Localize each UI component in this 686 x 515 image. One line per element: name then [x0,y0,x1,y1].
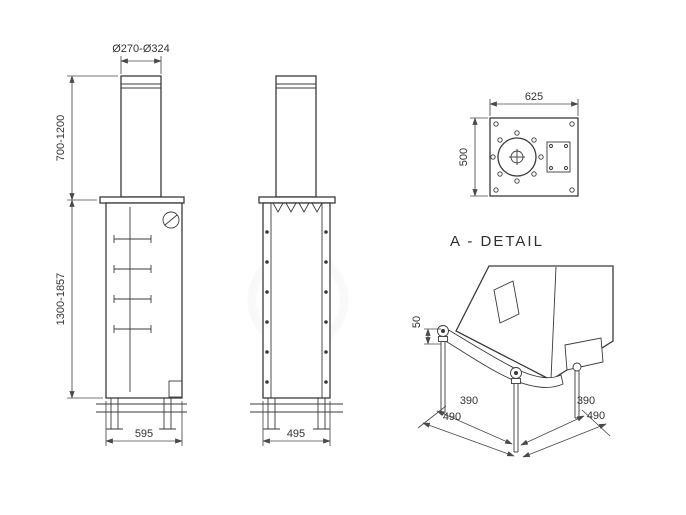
bollard-cylinder-front [120,75,162,198]
top-flange-front [99,196,185,204]
anchor-bolt-center [510,367,522,453]
detail-side-plate [564,337,604,371]
dim-lower-height-label: 1300-1857 [55,273,67,326]
casing-top-serration [272,202,323,213]
dimension-span-right: 390 490 [520,395,611,458]
base-plate-outline [489,117,579,197]
dim-offset-label: 50 [411,316,423,328]
anchor-strip [443,328,564,388]
corner-bolts [493,121,575,193]
dim-span-inner-left-label: 390 [460,395,478,407]
front-view: Ø270-Ø324 700-1200 1300-1857 595 [55,43,187,446]
dim-span-outer-right-label: 490 [587,410,605,422]
dimension-upper-height: 700-1200 [55,75,118,201]
dimension-diameter: Ø270-Ø324 [112,43,170,74]
anchor-bolt-right [572,362,582,419]
center-crosshair [509,149,525,165]
dimension-top-depth: 500 [458,117,488,197]
dim-top-depth-label: 500 [458,148,470,166]
top-flange-side [258,196,336,204]
pit-casing-front [105,202,183,399]
casing-bolt-dots [265,230,328,384]
anchor-bolt-left [437,325,449,414]
detail-title: A - DETAIL [450,233,544,250]
dim-top-width-label: 625 [525,91,543,103]
dimension-span-left: 390 490 [417,395,515,457]
anchor-rods-side [250,398,343,430]
cable-gland-hole [162,211,180,229]
pit-casing-side [262,202,331,399]
bollard-cylinder-side [275,75,317,198]
dimension-lower-height: 1300-1857 [55,199,103,399]
junction-box [546,141,571,173]
dim-upper-height-label: 700-1200 [55,115,67,162]
drain-box-front [168,380,183,398]
dim-diameter-label: Ø270-Ø324 [112,43,169,55]
dim-span-inner-right-label: 390 [577,395,595,407]
dim-side-width-label: 495 [287,428,305,440]
top-view: 625 500 [458,91,579,197]
dimension-side-width: 495 [262,401,331,446]
dimension-top-width: 625 [489,91,579,116]
anchor-rods-front [96,398,187,430]
bollard-tube-top [497,137,537,177]
side-view: 495 [250,75,343,446]
dimension-front-width: 595 [105,401,183,446]
dimension-offset-50: 50 [411,316,441,345]
flange-bolt-circle [490,130,544,184]
dim-span-outer-left-label: 490 [443,411,461,423]
dim-front-width-label: 595 [135,428,153,440]
detail-view: A - DETAIL [411,233,614,458]
detail-body [455,265,614,381]
internal-anchor-ladder [113,207,152,392]
detail-slot [493,280,520,324]
